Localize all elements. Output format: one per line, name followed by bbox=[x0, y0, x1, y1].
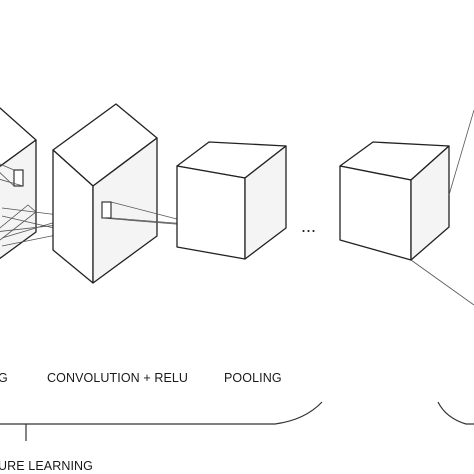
left-receptive-field-upper bbox=[13, 169, 24, 187]
feature-learning-bracket bbox=[0, 401, 323, 425]
final-feature-block bbox=[339, 141, 450, 261]
convolution-relu-label: CONVOLUTION + RELU bbox=[47, 371, 189, 385]
conv-receptive-field bbox=[101, 201, 112, 219]
pooling-block bbox=[176, 141, 287, 260]
convolution-relu-block bbox=[52, 103, 158, 284]
ellipsis: ... bbox=[301, 216, 316, 236]
flatten-connection-lines bbox=[410, 109, 474, 306]
classification-bracket-partial bbox=[437, 401, 474, 425]
pooling-label: POOLING bbox=[224, 371, 282, 385]
input-layer-block bbox=[0, 107, 37, 260]
feature-learning-label-fragment: URE LEARNING bbox=[0, 459, 93, 473]
input-label-fragment: G bbox=[0, 371, 8, 385]
